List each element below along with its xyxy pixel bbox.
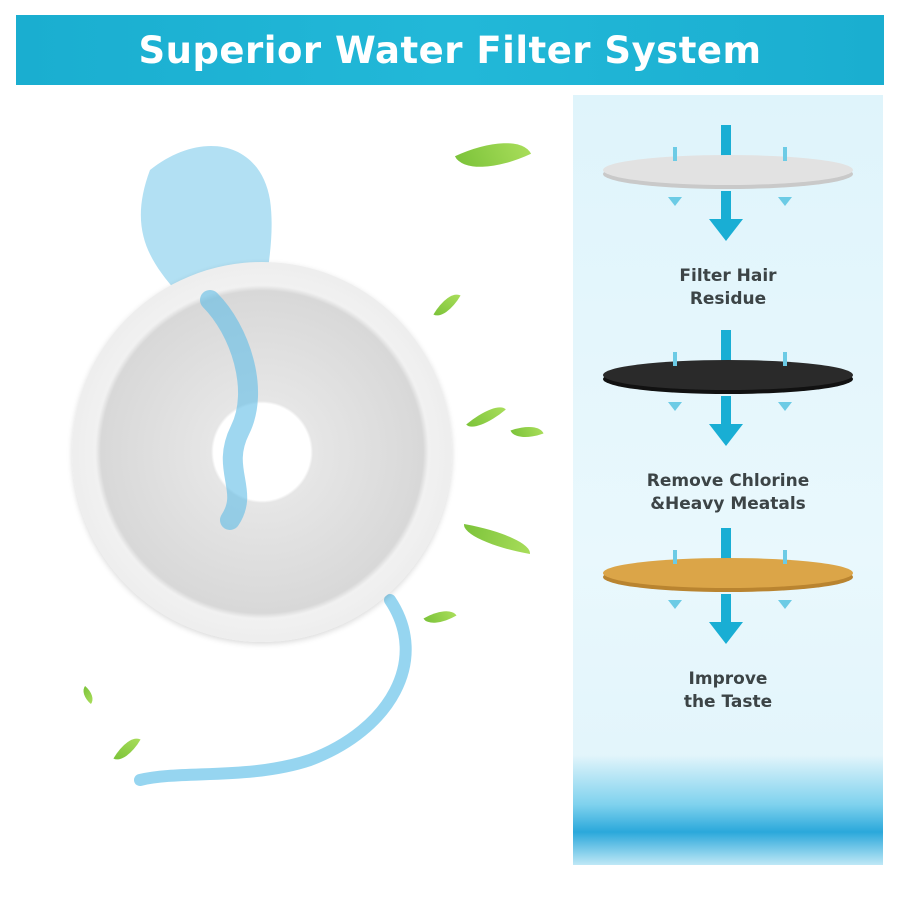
layer-label: the Taste [683, 692, 773, 712]
arrow-down-icon [709, 622, 743, 644]
filter-cartridge [72, 262, 452, 642]
layer-label: Improve [688, 669, 768, 689]
page-title: Superior Water Filter System [138, 28, 762, 72]
layer-label: Residue [689, 289, 767, 309]
layer-label: &Heavy Meatals [650, 494, 806, 514]
resin-filter-disc [603, 558, 853, 588]
carbon-filter-disc [603, 360, 853, 390]
layer-label: Filter Hair [679, 266, 777, 286]
leaf-icon [510, 420, 544, 444]
leaf-icon [460, 524, 534, 554]
title-banner: Superior Water Filter System [16, 15, 884, 85]
layer-label: Remove Chlorine [646, 471, 810, 491]
leaf-icon [466, 398, 506, 436]
cotton-filter-disc [603, 155, 853, 185]
water-splash-image [573, 755, 883, 865]
water-overlay-icon [200, 290, 258, 530]
arrow-down-icon [709, 424, 743, 446]
arrow-down-icon [709, 219, 743, 241]
